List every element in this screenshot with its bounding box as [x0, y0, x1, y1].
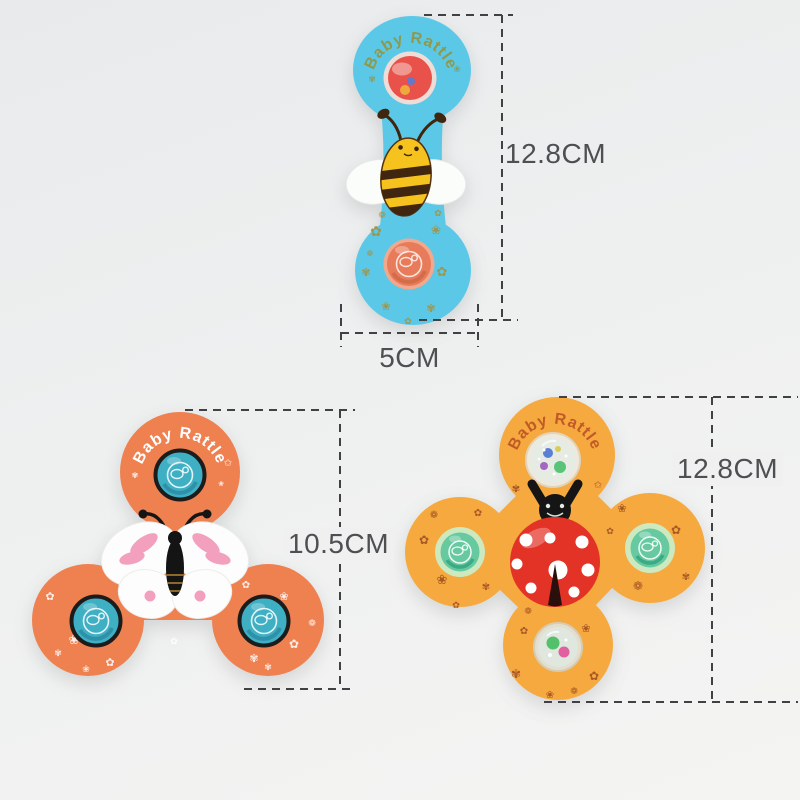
- pattern-flower: ✿: [474, 508, 482, 519]
- pattern-flower: ❀: [279, 590, 288, 603]
- rattle-ball-left: [433, 525, 487, 579]
- ladybug-height-label: 12.8CM: [672, 452, 784, 486]
- pattern-flower: ✾: [512, 484, 520, 495]
- butterfly-height-bottom-tick: [244, 688, 355, 690]
- ladybug-character: [510, 479, 600, 607]
- rattle-ball-top: [383, 51, 437, 105]
- pattern-flower: ❁: [308, 619, 316, 629]
- pattern-star: ✩: [224, 458, 233, 469]
- rattle-ball-right: [623, 521, 677, 575]
- pattern-flower: ❁: [570, 687, 578, 697]
- pattern-flower: ✿: [105, 656, 114, 669]
- pattern-flower: ✾: [482, 582, 490, 593]
- ladybug-spinner-toy: Baby Rattle ✾ ✩ ✿ ❀ ✾ ❁ ✿ ✿ ❀ ✿ ✾ ❁ ✿ ✿ …: [405, 397, 705, 701]
- ladybug-height-top-tick: [559, 396, 798, 398]
- pattern-flower: ✿: [242, 580, 250, 591]
- rattle-ball-right: [237, 594, 291, 648]
- pattern-flower: ❁: [367, 249, 374, 258]
- pattern-flower: ❀: [437, 573, 448, 588]
- flower-pattern: ❁ ✿ ✿ ❀ ❁ ✾ ✿ ❀ ✾ ✿: [361, 209, 447, 327]
- pattern-flower: ✾: [682, 572, 690, 583]
- rattle-ball-bottom: [533, 622, 583, 672]
- pattern-flower: ✿: [434, 209, 442, 219]
- bee-width-left-tick: [340, 304, 342, 347]
- pattern-flower: ✾: [132, 471, 139, 480]
- rattle-ball-left: [69, 594, 123, 648]
- bee-width-dimension-line: [341, 332, 478, 334]
- butterfly-character: [101, 509, 249, 619]
- pattern-flower: ✿: [671, 523, 681, 537]
- rattle-ball-bottom: [383, 238, 435, 290]
- bee-height-bottom-tick: [419, 319, 518, 321]
- pattern-star: ✩: [594, 480, 603, 491]
- ladybug-antenna-right: [561, 479, 583, 509]
- pattern-flower: ✿: [289, 637, 299, 651]
- pattern-flower: ✿: [452, 601, 460, 611]
- butterfly-body: [166, 540, 184, 596]
- pattern-flower: ❀: [431, 223, 441, 237]
- pattern-flower: ✿: [520, 626, 528, 637]
- bee-character: [345, 108, 467, 219]
- bee-spinner-toy: Baby Rattle ✾ ❀: [345, 16, 471, 327]
- pattern-flower: ✾: [361, 266, 370, 279]
- pattern-flower: ❁: [378, 211, 386, 221]
- pattern-flower: ✿: [419, 533, 429, 547]
- pattern-flower: ✿: [606, 527, 614, 537]
- pattern-flower: ❁: [633, 579, 643, 593]
- butterfly-height-label: 10.5CM: [283, 527, 395, 561]
- pattern-flower: ✿: [404, 317, 412, 327]
- rattle-ball-top: [525, 432, 581, 488]
- pattern-flower: ✿: [45, 590, 54, 603]
- pattern-flower: ❁: [524, 607, 532, 617]
- pattern-flower: ✿: [370, 224, 382, 240]
- pattern-flower: ✿: [589, 669, 599, 683]
- pattern-flower: ❁: [430, 510, 438, 521]
- pattern-flower: ❀: [617, 502, 626, 515]
- pattern-flower: ❀: [581, 622, 590, 635]
- pattern-flower: ✿: [437, 265, 448, 280]
- bee-height-top-tick: [424, 14, 513, 16]
- butterfly-spinner-toy: Baby Rattle ✾ ✩ ❀ ✿ ❀ ✿ ✾ ❁ ❀ ❀ ✿ ✿ ✾ ❁ …: [32, 412, 324, 676]
- bee-height-label: 12.8CM: [505, 138, 607, 169]
- pattern-flower: ❀: [82, 665, 90, 675]
- ladybug-height-dimension-line: [711, 397, 713, 703]
- pattern-flower: ❀: [453, 65, 461, 75]
- pattern-flower: ❀: [69, 633, 80, 648]
- butterfly-height-top-tick: [185, 409, 355, 411]
- ladybug-height-bottom-tick: [544, 701, 798, 703]
- pattern-flower: ✾: [249, 652, 258, 665]
- flower-pattern: ✿ ❀ ✾ ❁ ✿ ✿ ❀ ✿ ✾ ❁ ✿ ✿ ❀ ✾ ✿ ❀ ❁ ❁: [419, 502, 690, 701]
- bee-height-dimension-line: [501, 15, 503, 321]
- pattern-flower: ❀: [546, 690, 554, 701]
- bee-width-label: 5CM: [379, 342, 440, 373]
- ladybug-antenna-left: [527, 479, 549, 509]
- pattern-flower: ✾: [511, 667, 521, 681]
- pattern-flower: ✾: [264, 663, 272, 673]
- pattern-flower: ✾: [54, 649, 62, 659]
- bee-width-right-tick: [477, 304, 479, 347]
- pattern-flower: ✾: [368, 75, 376, 85]
- rattle-ball-top: [153, 448, 207, 502]
- pattern-flower: ✾: [426, 302, 435, 315]
- pattern-flower: ❀: [218, 480, 224, 488]
- pattern-flower: ✿: [170, 637, 178, 647]
- pattern-flower: ❀: [381, 300, 390, 313]
